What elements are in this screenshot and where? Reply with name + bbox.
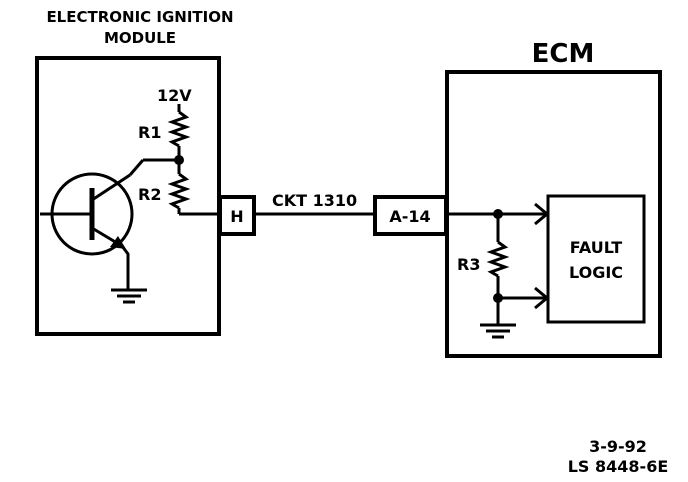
voltage-label: 12V [157,86,192,105]
ecm-label: ECM [532,39,595,69]
module-title-line2: MODULE [104,29,176,47]
r3-label: R3 [457,255,480,274]
circuit-label: CKT 1310 [272,191,357,210]
junction-dot-ecm-top [493,209,503,219]
connector-h-label: H [230,207,243,226]
fault-logic-line1: FAULT [570,238,623,257]
resistor-r1 [167,104,191,160]
fault-logic-line2: LOGIC [569,263,623,282]
module-title-line1: ELECTRONIC IGNITION [46,8,233,26]
transistor [40,158,179,256]
fault-logic-box [546,194,646,324]
ground-symbol-module [111,245,147,304]
ground-symbol-ecm [480,323,516,339]
junction-dot-ecm-bottom [493,293,503,303]
r2-label: R2 [138,185,161,204]
footer-code: LS 8448-6E [568,457,669,476]
resistor-r2 [167,160,219,216]
footer-date: 3-9-92 [589,437,647,456]
r1-label: R1 [138,123,161,142]
connector-a14-label: A-14 [389,207,430,226]
